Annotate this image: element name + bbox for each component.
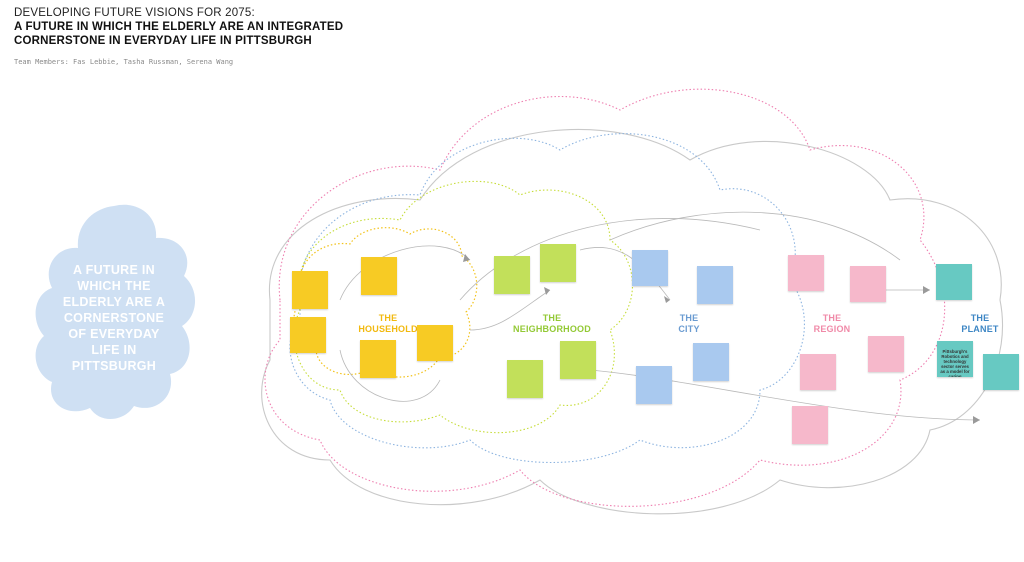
- household-cloud: [293, 227, 478, 378]
- sticky-note-household-5: [417, 325, 453, 361]
- sticky-note-city-4: [636, 366, 672, 404]
- title-line-2: A FUTURE IN WHICH THE ELDERLY ARE AN INT…: [14, 21, 344, 33]
- title-line-3: CORNERSTONE IN EVERYDAY LIFE IN PITTSBUR…: [14, 35, 312, 47]
- sticky-note-planet-1: [936, 264, 972, 300]
- title-line-1: DEVELOPING FUTURE VISIONS FOR 2075:: [14, 7, 255, 19]
- team-members: Team Members: Fas Lebbie, Tasha Russman,…: [14, 58, 234, 66]
- arrowheads: [463, 254, 980, 424]
- vision-cloud-text: A FUTURE IN WHICH THE ELDERLY ARE A CORN…: [62, 263, 166, 373]
- sticky-note-region-4: [800, 354, 836, 390]
- sticky-note-household-4: [360, 340, 396, 378]
- sticky-note-city-1: [632, 250, 668, 286]
- sticky-note-household-3: [361, 257, 397, 295]
- neighborhood-cloud: [293, 180, 634, 434]
- sticky-note-planet-2: Pittsburgh's Robotics and technology sec…: [937, 341, 973, 377]
- city-cloud: [289, 133, 805, 464]
- header: DEVELOPING FUTURE VISIONS FOR 2075: A FU…: [14, 6, 343, 66]
- sticky-note-neighborhood-4: [507, 360, 543, 398]
- sticky-note-region-1: [788, 255, 824, 291]
- sticky-note-planet-3: [983, 354, 1019, 390]
- sticky-note-region-3: [868, 336, 904, 372]
- sticky-note-neighborhood-2: [540, 244, 576, 282]
- sticky-note-planet-2-text: Pittsburgh's Robotics and technology sec…: [940, 349, 970, 377]
- sticky-note-household-1: [292, 271, 328, 309]
- vision-cloud: [35, 204, 196, 420]
- sticky-note-region-2: [850, 266, 886, 302]
- sticky-note-household-2: [290, 317, 326, 353]
- sticky-note-region-5: [792, 406, 828, 444]
- sticky-note-city-2: [697, 266, 733, 304]
- region-cloud: [264, 88, 946, 507]
- sticky-note-neighborhood-3: [560, 341, 596, 379]
- sticky-note-city-3: [693, 343, 729, 381]
- sticky-note-neighborhood-1: [494, 256, 530, 294]
